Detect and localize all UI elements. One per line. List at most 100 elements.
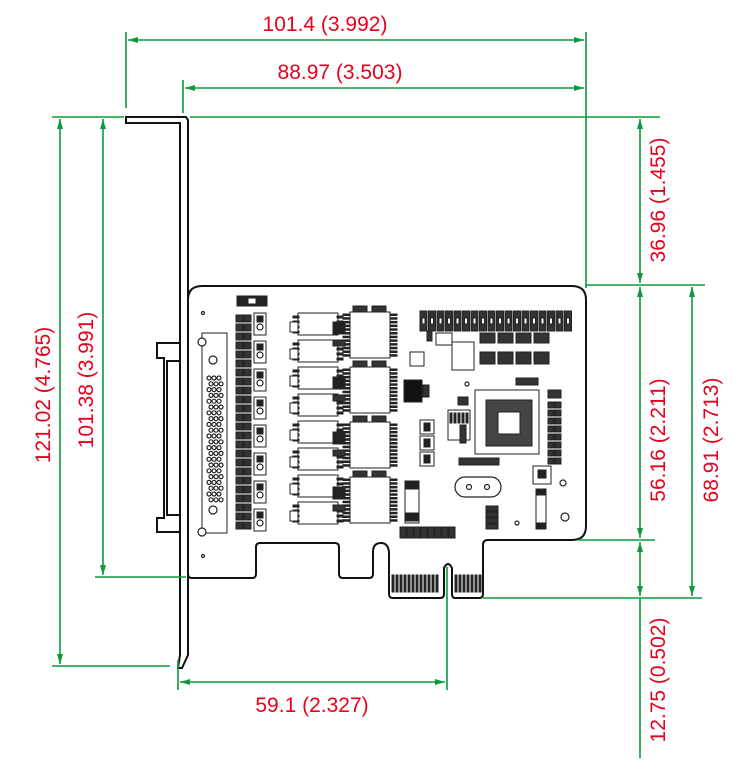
header-pin: [547, 389, 562, 399]
component: [389, 423, 398, 426]
header-pin: [235, 404, 244, 413]
resistor-array: [406, 526, 414, 539]
led-pad: [256, 379, 264, 387]
mounting-bracket: [125, 116, 189, 669]
mount-hole: [208, 505, 218, 515]
component: [389, 449, 398, 452]
resistor-mark: [481, 317, 485, 325]
component: [389, 427, 398, 430]
component: [389, 442, 398, 445]
gold-finger: [391, 574, 395, 593]
ic-chip: [435, 332, 453, 346]
header-pin: [243, 314, 252, 323]
connector-pin: [218, 474, 224, 480]
resistor: [485, 517, 499, 524]
gold-finger: [478, 574, 482, 593]
connector-pin: [208, 474, 214, 480]
resistor-array: [448, 526, 456, 539]
jumper-pad: [423, 454, 431, 464]
header-pin: [243, 404, 252, 413]
connector-pin: [218, 485, 224, 491]
hole: [464, 381, 470, 387]
connector-pin: [216, 398, 222, 404]
component: [389, 335, 398, 339]
capacitor-pad: [405, 480, 419, 490]
resistor-mark: [447, 317, 451, 325]
gold-finger: [470, 574, 474, 593]
uart-chip: [349, 311, 391, 359]
connector-pin: [208, 462, 214, 468]
connector-pin: [206, 375, 212, 381]
component: [336, 406, 344, 410]
header-pin: [554, 401, 562, 409]
component: [389, 368, 398, 371]
capacitor: [371, 415, 387, 423]
component: [336, 460, 344, 464]
ic-chip: [297, 447, 339, 471]
header-pin: [235, 458, 244, 467]
component: [342, 427, 351, 430]
capacitor: [352, 360, 368, 368]
led-pad: [256, 427, 264, 435]
resistor-array: [497, 332, 514, 344]
capacitor: [371, 305, 387, 313]
gold-finger: [423, 574, 427, 593]
header-pin: [243, 359, 252, 368]
header-pin: [235, 449, 244, 458]
connector-pin: [216, 387, 222, 393]
small-ic: [332, 376, 346, 390]
header-pin: [243, 458, 252, 467]
component: [342, 500, 351, 504]
hole: [560, 512, 570, 522]
gold-finger: [427, 574, 431, 593]
resistor-mark: [464, 317, 468, 325]
ic-chip: [451, 341, 475, 371]
resistor: [332, 449, 346, 457]
gold-finger: [474, 574, 478, 593]
header-pin: [235, 503, 244, 512]
connector-pin: [216, 491, 222, 497]
bracket-to-key-label: 59.1 (2.327): [255, 694, 368, 717]
component: [336, 411, 344, 415]
capacitor: [371, 360, 387, 368]
connector-pin: [206, 479, 212, 485]
connector-pin: [211, 387, 217, 393]
component: [292, 450, 300, 454]
component: [389, 332, 398, 335]
header-pin: [243, 413, 252, 422]
connector-pin: [218, 439, 224, 445]
connector-pin: [206, 456, 212, 462]
connector-pin: [211, 468, 217, 474]
led-pad: [256, 315, 264, 323]
led-pad: [256, 455, 264, 463]
led-pad: [256, 323, 264, 331]
component: [389, 405, 398, 408]
capacitor: [289, 375, 299, 387]
header-pin: [243, 476, 252, 485]
header-pin: [235, 413, 244, 422]
connector-pin: [206, 387, 212, 393]
resistor-array: [434, 526, 442, 539]
component: [389, 485, 398, 489]
component: [342, 409, 351, 412]
switch-key: [537, 469, 547, 479]
connector-pin: [218, 416, 224, 422]
finger-height-label: 12.75 (0.502): [647, 618, 670, 743]
header-pin: [243, 512, 252, 521]
component: [389, 464, 398, 467]
connector-pin: [206, 445, 212, 451]
gold-finger: [407, 574, 411, 593]
header-pin: [235, 386, 244, 395]
component: [336, 423, 344, 427]
connector-pin: [208, 439, 214, 445]
component: [342, 445, 351, 449]
connector-pin: [213, 427, 219, 433]
header-pin: [243, 350, 252, 359]
resistor-array: [515, 332, 532, 344]
resistor: [332, 339, 346, 347]
capacitor: [289, 483, 299, 495]
component: [342, 478, 351, 481]
mount-hole: [208, 355, 218, 365]
ic-chip: [297, 393, 339, 417]
header-pin: [235, 512, 244, 521]
